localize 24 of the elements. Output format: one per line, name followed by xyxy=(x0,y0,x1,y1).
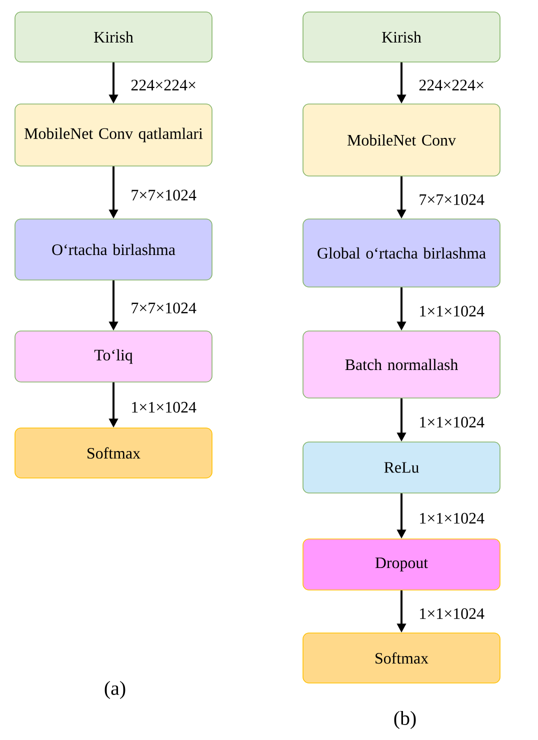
edge-label: 7×7×1024 xyxy=(130,188,198,202)
edge-label: 1×1×1024 xyxy=(418,607,486,620)
edge-label: 7×7×1024 xyxy=(418,193,486,206)
layer-box: Softmax xyxy=(14,428,212,478)
layer-box: Batch normallash xyxy=(302,330,500,398)
layer-box: MobileNet Conv xyxy=(302,104,500,176)
panel-label: (a) xyxy=(104,680,126,700)
layer-box: ReLu xyxy=(302,442,500,494)
edge-label: 224×224× xyxy=(130,78,198,92)
layer-box: Global o‘rtacha birlashma xyxy=(302,218,500,288)
layer-box: Kirish xyxy=(14,12,212,62)
layer-box: O‘rtacha birlashma xyxy=(14,218,212,280)
layer-box: Kirish xyxy=(302,12,500,62)
edge-label: 1×1×1024 xyxy=(418,512,486,525)
edge-label: 1×1×1024 xyxy=(418,304,486,318)
edge-label: 1×1×1024 xyxy=(130,400,198,414)
edge-label: 224×224× xyxy=(418,78,486,92)
edge-label: 1×1×1024 xyxy=(418,416,486,429)
edge-label: 7×7×1024 xyxy=(130,302,198,314)
panel-label: (b) xyxy=(394,710,416,730)
layer-box: To‘liq xyxy=(14,330,212,382)
layer-box: Softmax xyxy=(302,632,500,684)
layer-box: MobileNet Conv qatlamlari xyxy=(14,104,212,166)
layer-box: Dropout xyxy=(302,538,500,590)
